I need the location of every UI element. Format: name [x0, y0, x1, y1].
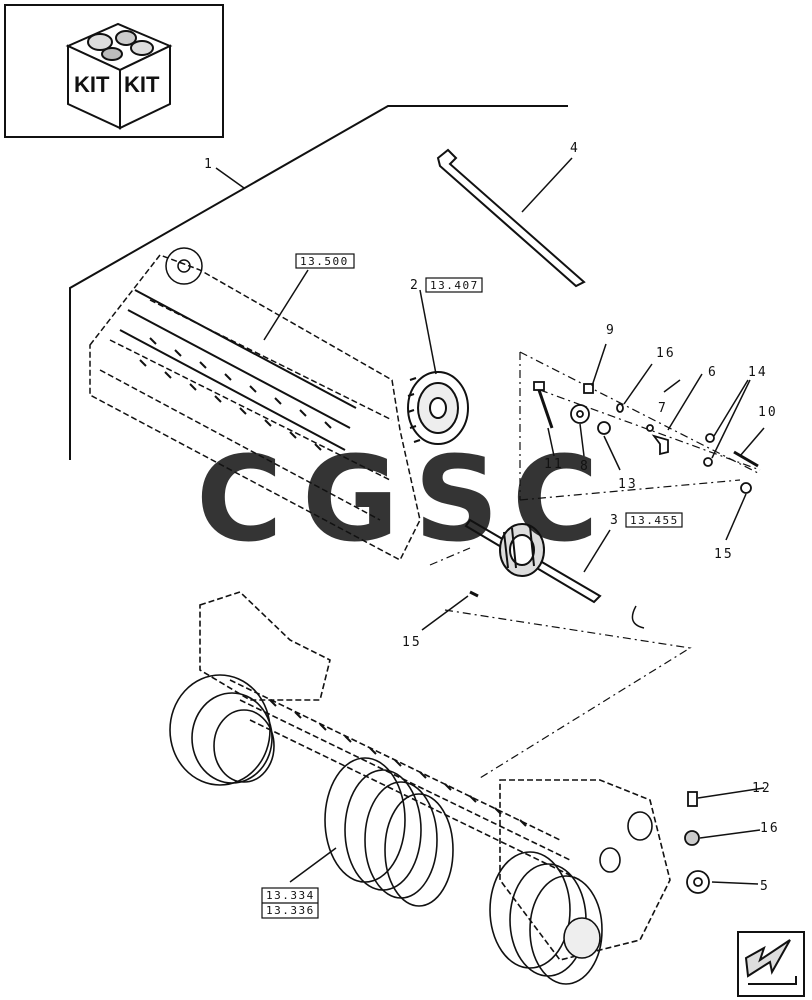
ref-13334-label: 13.334: [266, 889, 315, 902]
callout-16-upper: 16: [656, 346, 676, 361]
hardware-group-outline: [519, 351, 761, 501]
callout-14: 14: [748, 365, 768, 380]
callout-10: 10: [758, 405, 778, 420]
ref-13334-box: 13.334 13.336: [261, 887, 319, 919]
part-4-rod: [436, 148, 586, 288]
lower-right-parts: [684, 791, 710, 894]
ref-13500-box: 13.500: [295, 253, 355, 269]
lower-tines: [269, 699, 527, 827]
kit-label-left: KIT: [74, 72, 110, 97]
callout-12: 12: [752, 781, 772, 796]
callout-4: 4: [570, 141, 580, 156]
ref-13407-label: 13.407: [430, 279, 479, 292]
ref-13336-label: 13.336: [266, 904, 315, 917]
upper-tines: [119, 289, 357, 451]
kit-box-icon: [65, 22, 173, 130]
next-page-arrow-button[interactable]: [737, 931, 805, 997]
part-2-gear: [407, 371, 469, 445]
ref-13407-box: 13.407: [425, 277, 483, 293]
arrow-icon: [744, 939, 797, 985]
part-12-setscrew: [687, 791, 698, 807]
callout-8: 8: [580, 459, 590, 474]
kit-badge: KIT KIT: [4, 4, 224, 138]
callout-9: 9: [606, 323, 616, 338]
hardware-parts: [469, 381, 759, 598]
callout-2: 2: [410, 278, 420, 293]
callout-13: 13: [618, 477, 638, 492]
callout-15-upper: 15: [714, 547, 734, 562]
callout-16-lower: 16: [760, 821, 780, 836]
ref-13500-label: 13.500: [300, 255, 349, 268]
snap-ring-icon: [631, 605, 645, 629]
watermark-letter-1: C: [196, 430, 283, 568]
leader-lines: [215, 157, 765, 885]
watermark: C G S C: [196, 430, 599, 568]
watermark-letter-4: C: [512, 430, 599, 568]
callout-11: 11: [544, 457, 564, 472]
watermark-letter-2: G: [302, 430, 399, 568]
ref-13455-label: 13.455: [630, 514, 679, 527]
kit-label-right: KIT: [124, 72, 160, 97]
callout-5: 5: [760, 879, 770, 894]
callout-15-lower: 15: [402, 635, 422, 650]
callout-6: 6: [708, 365, 718, 380]
part-16-nut: [684, 830, 700, 846]
assembly-bracket-line: [69, 105, 568, 460]
shaft-guide-line: [429, 547, 692, 779]
lower-reel-assembly: [169, 591, 671, 985]
callout-numbers: 1 2 3 4 5 6 7 8 9 10 11 12 13 14 15 15 1…: [204, 141, 780, 894]
callout-3: 3: [610, 513, 620, 528]
watermark-letter-3: S: [414, 430, 499, 568]
part-3-shaft: [464, 518, 602, 604]
callout-7: 7: [658, 401, 668, 416]
callout-1: 1: [204, 157, 214, 172]
ref-13455-box: 13.455: [625, 512, 683, 528]
